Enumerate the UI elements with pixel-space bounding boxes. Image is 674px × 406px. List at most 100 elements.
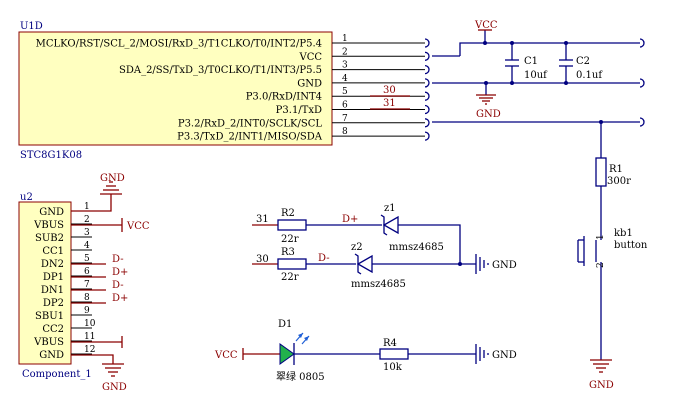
c1-designator: C1: [524, 56, 538, 67]
resistor-r4: [379, 348, 409, 360]
u2-pin-number: 3: [84, 228, 90, 238]
r3-designator: R3: [281, 247, 295, 258]
vcc-rail-top: [459, 42, 640, 56]
u1-wiring: 30 31 VCC GND C1 10uf: [370, 20, 645, 127]
d1-value: 翠绿 0805: [276, 370, 325, 383]
kb1-type: button: [614, 240, 648, 251]
u1-pin-connector: [424, 38, 430, 48]
net-label-dminus: D-: [318, 253, 330, 264]
u1-pin-connector: [424, 64, 430, 75]
net-label-30: 30: [256, 254, 269, 265]
r3-value: 22r: [281, 272, 299, 283]
gnd-label-u2-bottom: GND: [102, 382, 127, 393]
u1-pin-number: 6: [342, 101, 348, 111]
z1-designator: z1: [384, 203, 396, 214]
z2-designator: z2: [351, 242, 363, 253]
junction: [483, 41, 487, 45]
resistor-r2: [277, 219, 307, 231]
u2-pin-number: 1: [84, 202, 90, 212]
u2-pin-number: 7: [84, 280, 90, 290]
u2-net-dn1: D-: [112, 280, 124, 291]
u1-pin-connector: [424, 131, 430, 141]
u2-part-name: Component_1: [22, 369, 92, 380]
u1-pin-number: 3: [342, 61, 348, 71]
u1-mcu: U1D STC8G1K08 MCLKO/RST/SCL_2/MOSI/RxD_3…: [18, 21, 430, 161]
u1-pin-name: MCLKO/RST/SCL_2/MOSI/RxD_3/T1CLKO/T0/INT…: [36, 39, 322, 50]
u2-net-dp1: D+: [112, 267, 128, 278]
gnd-label-kb1: GND: [589, 380, 614, 391]
z1-value: mmsz4685: [389, 242, 444, 253]
led-branch: [242, 332, 489, 365]
u2-pin-name: VBUS: [33, 220, 64, 231]
u2-pin-name: VBUS: [33, 337, 64, 348]
u1-pin-connector: [424, 78, 430, 88]
u1-pin-connector: [424, 104, 430, 115]
u1-pin-group: MCLKO/RST/SCL_2/MOSI/RxD_3/T1CLKO/T0/INT…: [36, 34, 430, 143]
gnd-symbol: [590, 359, 612, 373]
zener-z1: [380, 214, 399, 236]
u1-part-name: STC8G1K08: [20, 150, 82, 161]
u1-pin-name: P3.3/TxD_2/INT1/MISO/SDA: [177, 132, 323, 143]
resistor-r3: [277, 258, 307, 270]
gnd-symbol: [475, 254, 489, 274]
c1-value: 10uf: [524, 70, 548, 81]
u2-pin-number: 5: [84, 254, 90, 264]
vcc-label-u2: VCC: [126, 221, 150, 232]
u2-net-dp2: D+: [112, 293, 128, 304]
u2-pin-name: SBU1: [35, 311, 64, 322]
r1-value: 300r: [607, 176, 631, 187]
u2-pin-number: 12: [84, 345, 95, 355]
u2-pin-number: 11: [84, 332, 95, 342]
u1-pin-number: 5: [342, 87, 348, 97]
u1-pin-number: 4: [342, 74, 348, 84]
kb1-pin2-num: 2: [596, 262, 606, 268]
net-label-31: 31: [256, 214, 269, 225]
capacitor-c2: [559, 41, 573, 85]
u1-pin-name: VCC: [298, 52, 322, 63]
u2-pin-number: 8: [84, 293, 90, 303]
gnd-symbol: [476, 94, 496, 105]
r4-value: 10k: [383, 362, 403, 373]
u1-pin-connector: [424, 91, 430, 101]
capacitor-c1: [505, 41, 519, 85]
net-label-dplus: D+: [342, 214, 358, 225]
junction: [484, 81, 488, 85]
u1-pin-connector: [424, 51, 430, 61]
u2-net-dn2: D-: [112, 254, 124, 265]
button-kb1: [577, 222, 602, 360]
r1-button-branch: [577, 122, 612, 373]
gnd-label-usb: GND: [492, 260, 517, 271]
u1-net-label-30: 30: [383, 85, 396, 96]
u2-pin-number: 10: [84, 319, 96, 329]
junction: [458, 262, 462, 266]
r2-designator: R2: [281, 208, 295, 219]
c2-designator: C2: [576, 56, 590, 67]
u1-pin-name: P3.1/TxD: [276, 105, 322, 116]
u1-net-label-31: 31: [383, 98, 396, 109]
u2-pin-name: CC1: [42, 246, 64, 257]
led-d1: [279, 332, 310, 365]
u2-pin-name: GND: [39, 207, 64, 218]
u2-pin-number: 4: [84, 241, 90, 251]
gnd-label-led: GND: [492, 350, 517, 361]
u2-pin-number: 9: [84, 306, 90, 316]
d1-designator: D1: [278, 319, 292, 330]
u1-pin-name: P3.0/RxD/INT4: [246, 92, 322, 103]
gnd-symbol: [100, 181, 122, 195]
z2-value: mmsz4685: [351, 279, 406, 290]
gnd-label-u2-top: GND: [100, 173, 125, 184]
gnd-symbol: [102, 363, 124, 377]
rail-end-connector: [639, 117, 645, 127]
u2-pin-name: DN2: [41, 259, 64, 270]
zener-z2: [354, 253, 373, 275]
u1-pin-name: GND: [297, 78, 322, 89]
gnd-label-u1: GND: [476, 109, 501, 120]
u2-pin-name: DP1: [43, 272, 64, 283]
u2-designator: u2: [20, 192, 33, 203]
u1-pin-number: 2: [342, 47, 348, 57]
u2-pin-number: 6: [84, 267, 90, 277]
u2-pin-name: DP2: [43, 298, 64, 309]
u1-body: [18, 31, 333, 146]
gnd-symbol: [475, 344, 489, 364]
